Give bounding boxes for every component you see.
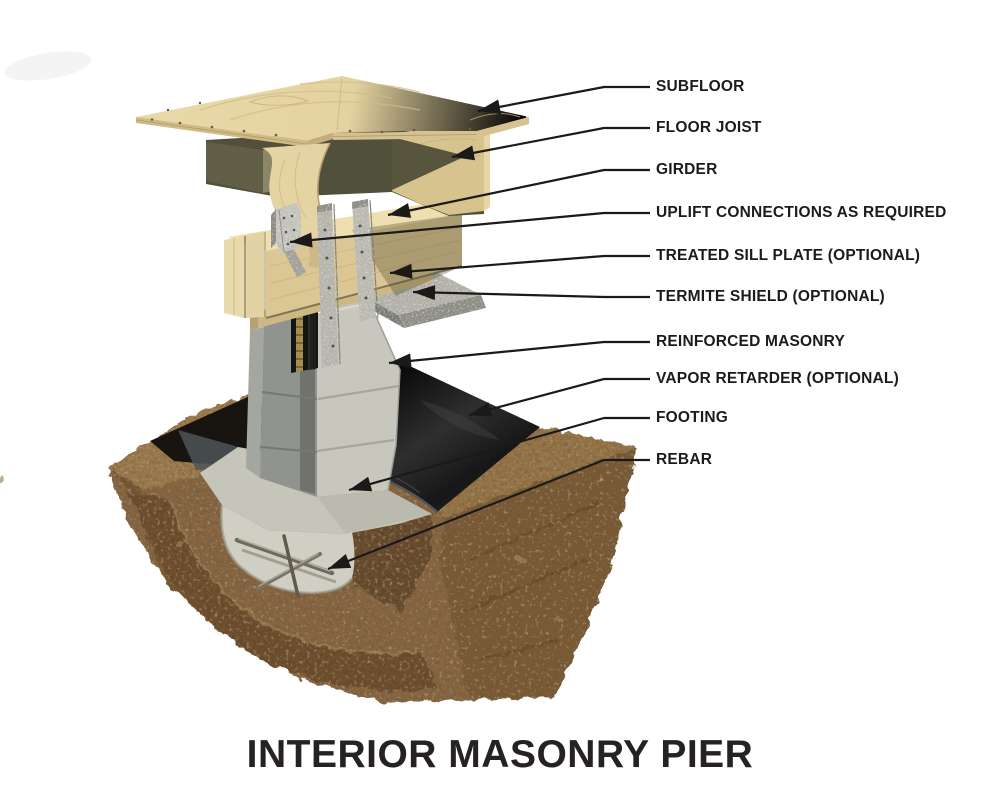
leader-termite-shield [412, 285, 650, 301]
callout-labels: SUBFLOOR FLOOR JOIST GIRDER UPLIFT CONNE… [656, 78, 946, 468]
strap-nails [282, 214, 368, 348]
label-uplift: UPLIFT CONNECTIONS AS REQUIRED [656, 204, 946, 221]
label-subfloor: SUBFLOOR [656, 78, 745, 95]
label-vapor-retarder: VAPOR RETARDER (OPTIONAL) [656, 370, 899, 387]
leader-lines [289, 85, 650, 571]
uplift-connections [271, 199, 379, 368]
label-footing: FOOTING [656, 409, 728, 426]
subfloor [135, 76, 529, 147]
label-masonry: REINFORCED MASONRY [656, 333, 845, 350]
leader-uplift [289, 211, 650, 248]
leader-masonry [388, 340, 650, 369]
leader-girder [387, 168, 650, 218]
leader-vapor-retarder [468, 377, 650, 417]
leader-floor-joist [451, 126, 650, 161]
label-termite-shield: TERMITE SHIELD (OPTIONAL) [656, 288, 885, 305]
leader-sill-plate [389, 254, 650, 279]
diagram-title: INTERIOR MASONRY PIER [246, 733, 754, 776]
rim-joist-right [392, 121, 490, 215]
label-floor-joist: FLOOR JOIST [656, 119, 762, 136]
leader-rebar [327, 458, 650, 571]
leader-subfloor [477, 85, 650, 115]
rebar [234, 534, 337, 598]
background-smudge [4, 51, 92, 81]
leader-footing [348, 416, 650, 492]
floor-joist-left [206, 142, 263, 193]
label-rebar: REBAR [656, 451, 712, 468]
strap-right [352, 199, 379, 321]
label-girder: GIRDER [656, 161, 717, 178]
label-sill-plate: TREATED SILL PLATE (OPTIONAL) [656, 247, 920, 264]
subfloor-nails [150, 101, 472, 137]
strap-left [317, 203, 341, 368]
